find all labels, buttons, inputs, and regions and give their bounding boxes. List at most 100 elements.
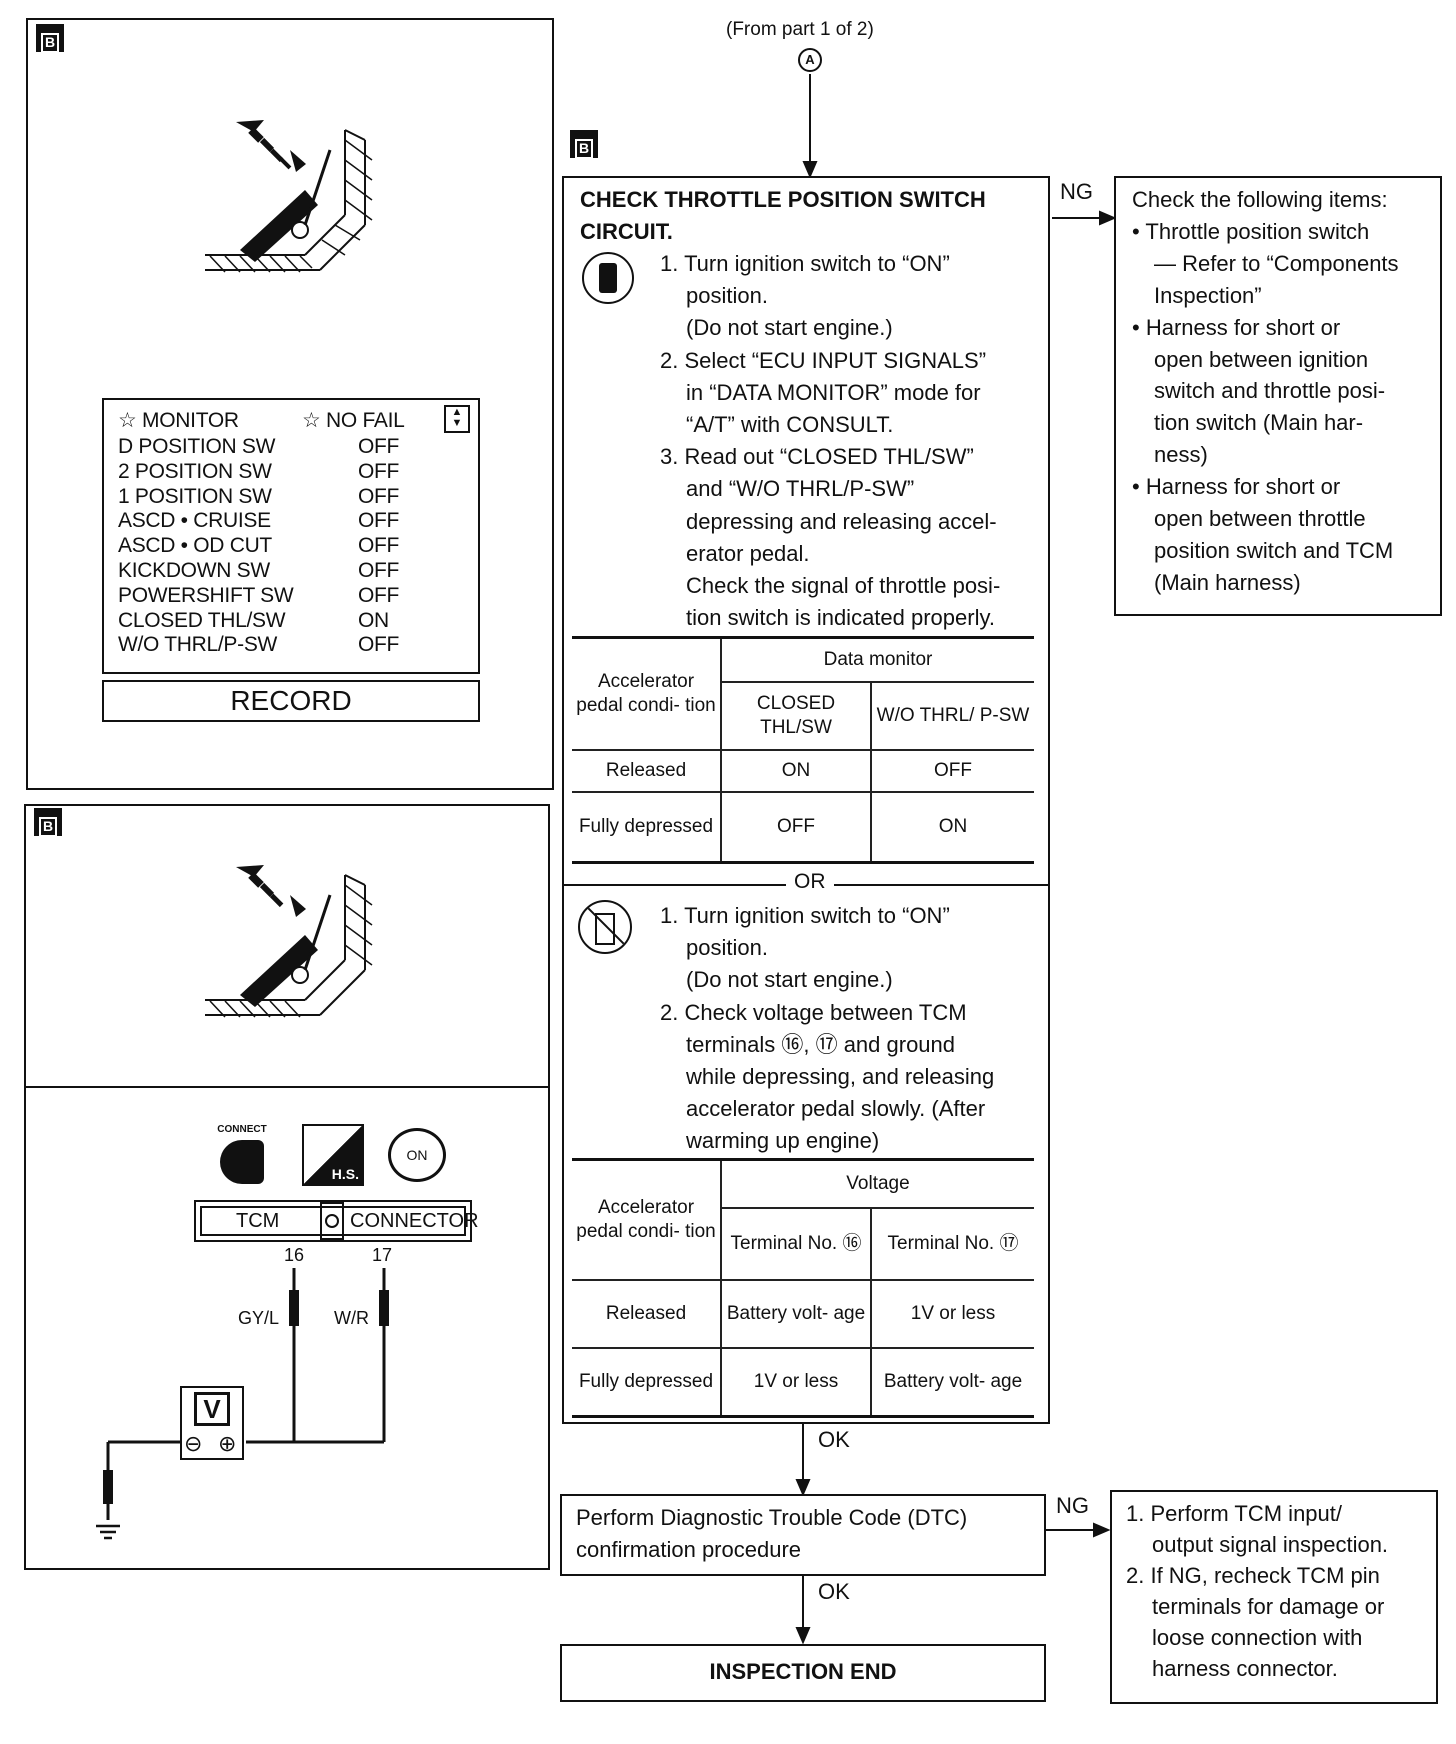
consult-step-line: 3. Read out “CLOSED THL/SW” bbox=[660, 444, 974, 470]
ng-check-item-line: open between throttle bbox=[1154, 506, 1366, 531]
ng-check-item-line: open between ignition bbox=[1154, 346, 1369, 372]
ng-check-items-box bbox=[1114, 176, 1442, 616]
monitor-item-name: W/O THRL/P-SW bbox=[118, 633, 278, 657]
t2-row1-cond: Released bbox=[572, 1279, 722, 1349]
ignition-on-icon: ON bbox=[388, 1128, 446, 1182]
ng-check-item-line: Inspection” bbox=[1154, 282, 1262, 308]
t1-row1-b: OFF bbox=[870, 749, 1034, 793]
ng-label-1: NG bbox=[1060, 179, 1093, 204]
ng-check-item-line: • Harness for short or bbox=[1132, 474, 1341, 500]
dtc-procedure-box bbox=[560, 1494, 1046, 1576]
t2-group-header: Voltage bbox=[720, 1158, 1034, 1209]
monitor-item-name: KICKDOWN SW bbox=[118, 559, 270, 582]
ng-check-item-line: — Refer to “Components bbox=[1154, 250, 1399, 276]
monitor-item-name: 2 POSITION SW bbox=[118, 459, 272, 483]
meter-minus-icon: ⊖ bbox=[184, 1431, 203, 1456]
pin-16-label: 16 bbox=[284, 1245, 305, 1265]
connector-a-icon: A bbox=[798, 48, 822, 72]
wire-16-color: GY/L bbox=[238, 1308, 280, 1328]
data-monitor-screen bbox=[102, 398, 480, 674]
monitor-item-name: 1 POSITION SW bbox=[118, 484, 272, 508]
monitor-header-right: ☆ NO FAIL bbox=[302, 409, 405, 432]
voltmeter-display: V bbox=[194, 1392, 230, 1426]
monitor-item-name: D POSITION SW bbox=[118, 435, 276, 458]
monitor-item-value: OFF bbox=[358, 583, 400, 607]
wiring-panel bbox=[24, 804, 550, 1570]
t2-col-b: Terminal No. ⑰ bbox=[870, 1207, 1034, 1281]
ng-check-item-line: Check the following items: bbox=[1132, 187, 1388, 212]
consult-step-line: 2. Select “ECU INPUT SIGNALS” bbox=[660, 347, 987, 373]
check-title-line1: CHECK THROTTLE POSITION SWITCH bbox=[580, 187, 986, 212]
t1-row2-b: ON bbox=[870, 791, 1034, 864]
no-consult-step-line: position. bbox=[686, 935, 768, 961]
record-button[interactable]: RECORD bbox=[102, 680, 480, 722]
or-label: OR bbox=[786, 866, 834, 898]
tcm-label: TCM bbox=[236, 1210, 280, 1232]
monitor-item-value: ON bbox=[358, 608, 389, 632]
t1-group-header: Data monitor bbox=[720, 636, 1034, 683]
t2-row2-cond: Fully depressed bbox=[572, 1347, 722, 1418]
ng-check-item-line: (Main harness) bbox=[1154, 569, 1301, 595]
no-consult-step-line: 1. Turn ignition switch to “ON” bbox=[660, 903, 950, 928]
pin-17-label: 17 bbox=[372, 1245, 393, 1265]
connector-a-label: A bbox=[805, 52, 815, 67]
connect-icon: CONNECT bbox=[210, 1124, 274, 1190]
scroll-arrows-icon[interactable]: ▲▼ bbox=[444, 405, 470, 433]
consult-step-line: “A/T” with CONSULT. bbox=[686, 412, 894, 437]
section-tag-b-2: B bbox=[34, 808, 62, 837]
no-consult-step-line: terminals ⑯, ⑰ and ground bbox=[686, 1031, 956, 1057]
ng-tcm-step-line: terminals for damage or bbox=[1152, 1594, 1385, 1619]
t2-row2-b: Battery volt- age bbox=[870, 1347, 1034, 1418]
ng-tcm-step-line: harness connector. bbox=[1152, 1656, 1338, 1681]
t1-row1-cond: Released bbox=[572, 749, 722, 793]
t1-row2-cond: Fully depressed bbox=[572, 791, 722, 864]
consult-step-line: position. bbox=[686, 283, 768, 309]
monitor-item-name: ASCD • OD CUT bbox=[118, 534, 272, 558]
t2-row2-a: 1V or less bbox=[720, 1347, 872, 1418]
consult-step-line: in “DATA MONITOR” mode for bbox=[686, 379, 981, 405]
ng-check-item-line: • Throttle position switch bbox=[1132, 218, 1370, 244]
t1-condition-header: Accelerator pedal condi- tion bbox=[572, 636, 722, 751]
consult-step-line: depressing and releasing accel- bbox=[686, 508, 997, 534]
consult-step-line: and “W/O THRL/P-SW” bbox=[686, 476, 915, 502]
monitor-item-name: ASCD • CRUISE bbox=[118, 509, 271, 533]
consult-step-line: tion switch is indicated properly. bbox=[686, 605, 995, 631]
ng-check-item-line: • Harness for short or bbox=[1132, 314, 1341, 340]
ng-check-item-line: tion switch (Main har- bbox=[1154, 410, 1364, 436]
t2-row1-b: 1V or less bbox=[870, 1279, 1034, 1349]
ng-tcm-step-line: 2. If NG, recheck TCM pin bbox=[1126, 1563, 1380, 1588]
no-consult-step-line: accelerator pedal slowly. (After bbox=[686, 1096, 986, 1122]
no-consult-step-line: warming up engine) bbox=[686, 1128, 880, 1154]
section-tag-b: B bbox=[36, 24, 64, 53]
ng-check-item-line: ness) bbox=[1154, 442, 1208, 468]
wire-17-color: W/R bbox=[334, 1308, 369, 1328]
t2-condition-header: Accelerator pedal condi- tion bbox=[572, 1158, 722, 1281]
panel-divider bbox=[24, 1086, 550, 1088]
check-title-line2: CIRCUIT. bbox=[580, 219, 673, 244]
consult-step-line: (Do not start engine.) bbox=[686, 315, 893, 341]
consult-step-line: erator pedal. bbox=[686, 540, 810, 566]
monitor-item-value: OFF bbox=[358, 559, 400, 582]
monitor-item-name: POWERSHIFT SW bbox=[118, 583, 294, 607]
ng-check-item-line: switch and throttle posi- bbox=[1154, 378, 1386, 404]
ok-label-2: OK bbox=[818, 1579, 850, 1604]
t1-row2-a: OFF bbox=[720, 791, 872, 864]
hs-label: H.S. bbox=[331, 1166, 359, 1182]
voltmeter-label: V bbox=[203, 1394, 221, 1424]
dtc-line2: confirmation procedure bbox=[576, 1537, 802, 1562]
ng-tcm-step-line: output signal inspection. bbox=[1152, 1532, 1389, 1557]
t2-row1-a: Battery volt- age bbox=[720, 1279, 872, 1349]
no-consult-step-line: 2. Check voltage between TCM bbox=[660, 999, 967, 1025]
section-tag-b-3: B bbox=[570, 130, 598, 159]
t1-col-b: W/O THRL/ P-SW bbox=[870, 681, 1034, 751]
consult-icon bbox=[582, 252, 634, 304]
consult-step-line: 1. Turn ignition switch to “ON” bbox=[660, 251, 950, 276]
record-label: RECORD bbox=[230, 685, 352, 716]
t1-col-a: CLOSED THL/SW bbox=[720, 681, 872, 751]
connect-label: CONNECT bbox=[217, 1124, 267, 1135]
inspection-end-box: INSPECTION END bbox=[560, 1644, 1046, 1702]
consult-step-line: Check the signal of throttle posi- bbox=[686, 573, 1001, 598]
t2-col-a: Terminal No. ⑯ bbox=[720, 1207, 872, 1281]
on-label: ON bbox=[406, 1147, 428, 1163]
from-part-label: (From part 1 of 2) bbox=[726, 19, 874, 40]
